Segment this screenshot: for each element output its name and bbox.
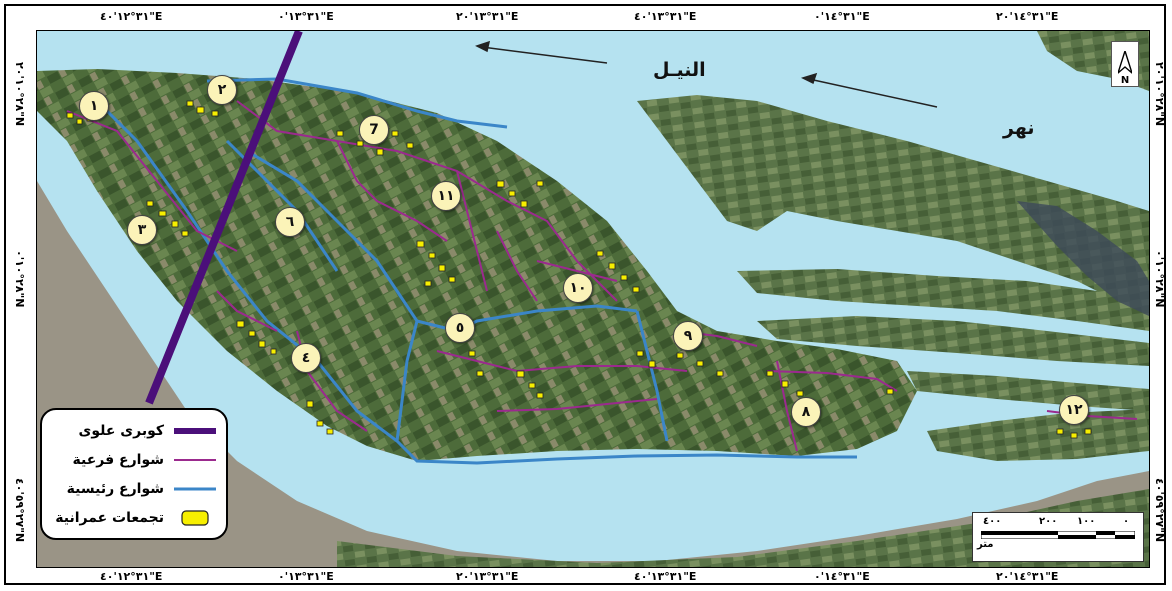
legend-item-minor-road: شوارع فرعية (52, 445, 216, 474)
legend-label-minor-road: شوارع فرعية (72, 451, 165, 468)
east-strip-3 (907, 371, 1149, 411)
bottom-coord-5: ٣١°١٤'٠"E (814, 570, 871, 583)
cluster-badge-11[interactable]: ١١ (431, 181, 461, 211)
north-label: N (1120, 75, 1130, 86)
right-coord-2: ٢٨°١٠'٠"N (1153, 250, 1166, 309)
bottom-coord-3: ٣١°١٣'٢٠"E (456, 570, 520, 583)
bridge-line (145, 31, 303, 405)
cluster-badge-1[interactable]: ١ (79, 91, 109, 121)
east-strip-4 (927, 409, 1149, 461)
north-arrow: N (1111, 41, 1139, 87)
top-coord-1: ٣١°١٢'٤٠"E (100, 10, 164, 23)
left-coord-3: ٢٧°٥٩'٤٠"N (13, 478, 26, 544)
top-coord-3: ٣١°١٣'٢٠"E (456, 10, 520, 23)
scale-tick-400: ٤٠٠ (983, 516, 1002, 527)
scale-tick-200: ٢٠٠ (1039, 516, 1058, 527)
east-strip-2 (757, 316, 1149, 366)
cluster-badge-8[interactable]: ٨ (791, 397, 821, 427)
cluster-badge-4[interactable]: ٤ (291, 343, 321, 373)
cluster-badge-7[interactable]: 7 (359, 115, 389, 145)
legend-symbol-main-road (174, 482, 216, 496)
nile-label: النيـل (653, 59, 706, 81)
cluster-badge-5[interactable]: ٥ (445, 313, 475, 343)
legend-symbol-settlement (174, 509, 216, 526)
cluster-badge-3[interactable]: ٣ (127, 215, 157, 245)
flow-arrows (475, 40, 938, 108)
left-coord-2: ٢٨°١٠'٠"N (13, 250, 26, 309)
cluster-badge-12[interactable]: ١٢ (1059, 395, 1089, 425)
bottom-fields (337, 489, 1149, 567)
main-roads (95, 77, 857, 465)
map-legend: كوبرى علوى شوارع فرعية شوارع رئيسية تجمع… (40, 408, 228, 540)
top-coord-4: ٣١°١٣'٤٠"E (634, 10, 698, 23)
right-coord-1: ٢٨°١٠'٢٠"N (1153, 62, 1166, 128)
settlements (66, 96, 1092, 439)
legend-item-settlement: تجمعات عمرانية (52, 503, 216, 532)
cluster-badge-6[interactable]: ٦ (275, 207, 305, 237)
bottom-coord-2: ٣١°١٣'٠"E (278, 570, 335, 583)
legend-symbol-bridge (174, 424, 216, 438)
legend-label-settlement: تجمعات عمرانية (55, 509, 164, 526)
legend-label-main-road: شوارع رئيسية (66, 480, 164, 497)
scale-unit: متر (977, 539, 994, 550)
bottom-coord-1: ٣١°١٢'٤٠"E (100, 570, 164, 583)
cluster-badge-10[interactable]: ١٠ (563, 273, 593, 303)
right-coord-3: ٢٧°٥٩'٤٠"N (1153, 478, 1166, 544)
bottom-coord-4: ٣١°١٣'٤٠"E (634, 570, 698, 583)
scale-graphic (981, 531, 1135, 539)
cluster-badge-2[interactable]: ٢ (207, 75, 237, 105)
top-coord-6: ٣١°١٤'٢٠"E (996, 10, 1060, 23)
dark-channel-island (1017, 201, 1149, 316)
legend-label-bridge: كوبرى علوى (78, 422, 164, 439)
top-coord-5: ٣١°١٤'٠"E (814, 10, 871, 23)
scale-bar: ٤٠٠ ٢٠٠ ١٠٠ ٠ متر (972, 512, 1144, 562)
river-label: نهر (1003, 117, 1035, 139)
east-strip-1 (737, 269, 1149, 331)
cluster-badge-9[interactable]: ٩ (673, 321, 703, 351)
bottom-coord-6: ٣١°١٤'٢٠"E (996, 570, 1060, 583)
legend-item-bridge: كوبرى علوى (52, 416, 216, 445)
north-arrow-icon (1118, 51, 1132, 74)
legend-symbol-minor-road (174, 453, 216, 467)
scale-tick-100: ١٠٠ (1077, 516, 1096, 527)
scale-tick-0: ٠ (1123, 516, 1130, 527)
north-east-island (637, 95, 1149, 321)
left-coord-1: ٢٨°١٠'٢٠"N (13, 62, 26, 128)
top-coord-2: ٣١°١٣'٠"E (278, 10, 335, 23)
legend-item-main-road: شوارع رئيسية (52, 474, 216, 503)
